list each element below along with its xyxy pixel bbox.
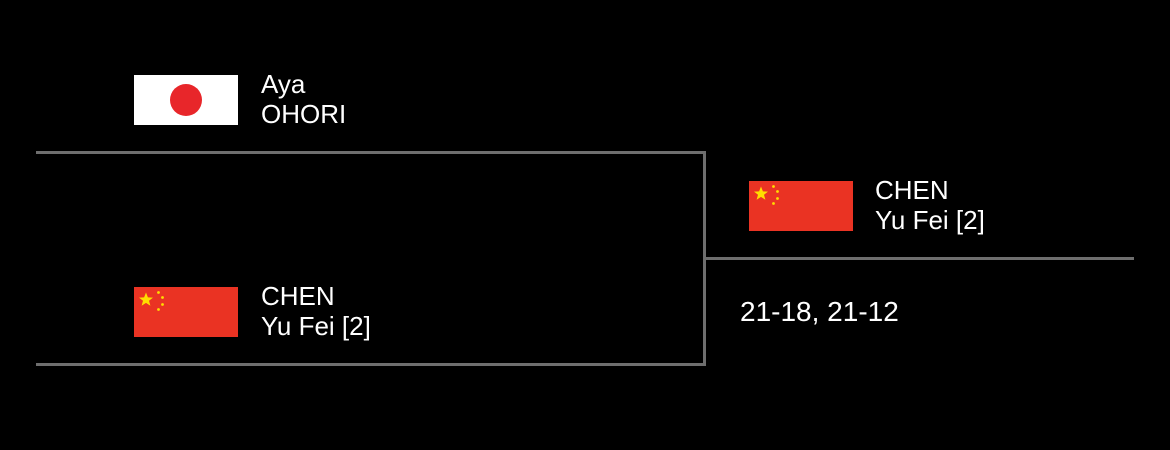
winner-china-flag-icon (749, 181, 853, 231)
winner-last-name: Yu Fei [2] (875, 205, 985, 235)
bottom-player-first-name: CHEN (261, 281, 335, 311)
bracket-line-winner (703, 257, 1134, 260)
winner-name: CHEN Yu Fei [2] (875, 175, 985, 235)
bottom-player-last-name: Yu Fei [2] (261, 311, 371, 341)
bottom-player-name: CHEN Yu Fei [2] (261, 281, 371, 341)
winner-first-name: CHEN (875, 175, 949, 205)
top-player-last-name: OHORI (261, 99, 347, 129)
top-player-first-name: Aya (261, 69, 306, 99)
top-player-name: Aya OHORI (261, 69, 346, 129)
bracket-line-top (36, 151, 706, 154)
match-score: 21-18, 21-12 (740, 296, 899, 327)
china-flag-icon (134, 287, 238, 337)
japan-flag-icon (134, 75, 238, 125)
bracket-line-bottom (36, 363, 706, 366)
